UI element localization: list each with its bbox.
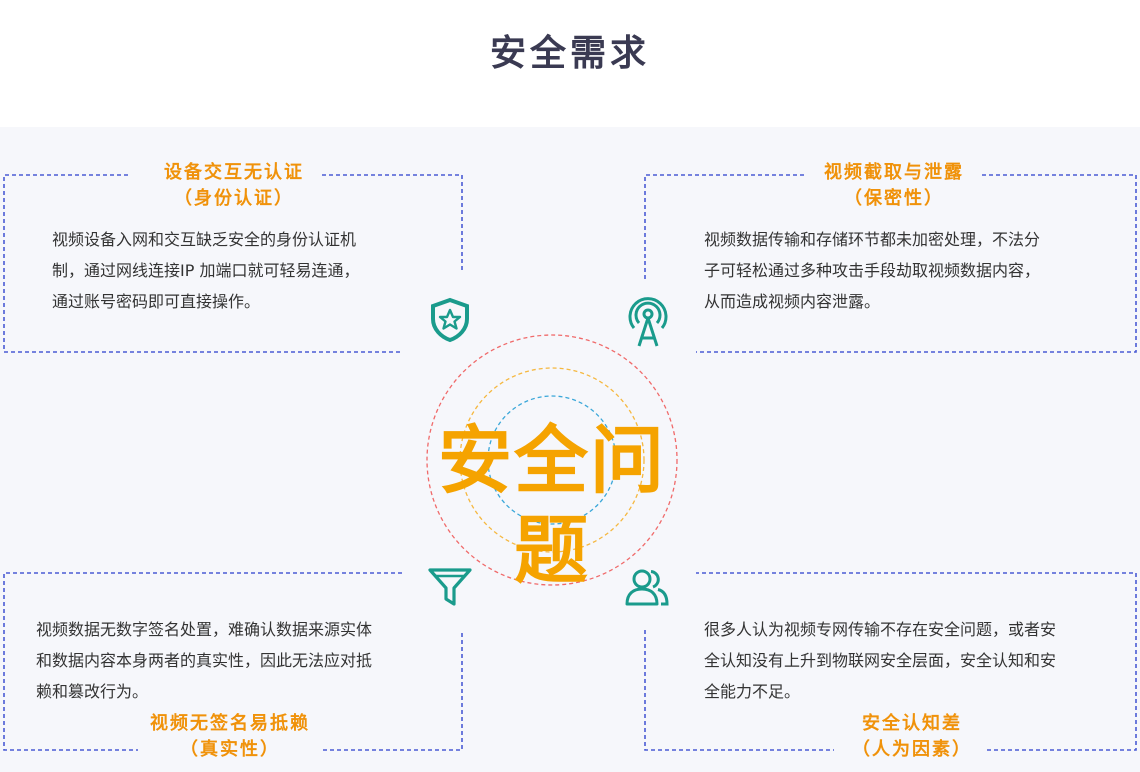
text-line: 全认知没有上升到物联网安全层面，安全认知和安 [704,651,1057,670]
ring-middle [459,367,645,553]
text-line: 赖和篡改行为。 [36,682,149,701]
box-border-top-left-right [322,174,463,272]
text-line: 和数据内容本身两者的真实性，因此无法应对抵 [36,651,373,670]
box-title-main: 视频无签名易抵赖 [150,713,310,734]
ring-inner [487,395,617,525]
text-line: 从而造成视频内容泄露。 [704,292,881,311]
box-title-sub: （保密性） [844,188,944,209]
content-panel [0,127,1140,772]
text-line: 视频数据无数字签名处置，难确认数据来源实体 [36,620,373,639]
box-border-bottom-right-right [696,572,1137,751]
text-line: 视频数据传输和存储环节都未加密处理，不法分 [704,230,1041,249]
box-title-sub: （真实性） [180,739,280,760]
box-text-top-left: 视频设备入网和交互缺乏安全的身份认证机 制，通过网线连接IP 加端口就可轻易连通… [52,224,359,317]
box-title-bottom-left: 视频无签名易抵赖 （真实性） [140,711,320,763]
box-title-top-right: 视频截取与泄露 （保密性） [808,160,980,212]
funnel-icon [428,568,472,606]
box-title-sub: （身份认证） [174,188,294,209]
shield-star-icon [431,297,469,343]
ring-outer [426,334,678,586]
text-line: 通过账号密码即可直接操作。 [52,292,261,311]
text-line: 很多人认为视频专网传输不存在安全问题，或者安 [704,620,1057,639]
box-title-sub: （人为因素） [852,739,972,760]
text-line: 全能力不足。 [704,682,801,701]
box-title-main: 设备交互无认证 [164,162,304,183]
box-text-bottom-left: 视频数据无数字签名处置，难确认数据来源实体 和数据内容本身两者的真实性，因此无法… [36,614,372,707]
center-title: 安全问题 [438,418,666,594]
box-title-main: 视频截取与泄露 [824,162,964,183]
text-line: 子可轻松通过多种攻击手段劫取视频数据内容， [704,261,1041,280]
box-title-main: 安全认知差 [862,713,962,734]
box-title-bottom-right: 安全认知差 （人为因素） [838,711,986,763]
box-text-bottom-right: 很多人认为视频专网传输不存在安全问题，或者安 全认知没有上升到物联网安全层面，安… [704,614,1056,707]
box-title-top-left: 设备交互无认证 （身份认证） [148,160,320,212]
box-border-top-right [644,174,804,280]
box-border-bottom-left-right [316,630,463,751]
box-text-top-right: 视频数据传输和存储环节都未加密处理，不法分 子可轻松通过多种攻击手段劫取视频数据… [704,224,1040,317]
text-line: 视频设备入网和交互缺乏安全的身份认证机 [52,230,357,249]
box-border-top-left [3,174,400,353]
broadcast-tower-icon [628,297,668,347]
text-line: 制，通过网线连接IP 加端口就可轻易连通， [52,261,360,280]
box-border-top-right-right [696,174,1137,353]
page-title: 安全需求 [489,33,650,74]
users-icon [625,569,669,606]
box-border-bottom-left [3,572,402,751]
box-border-bottom-right [644,630,834,751]
